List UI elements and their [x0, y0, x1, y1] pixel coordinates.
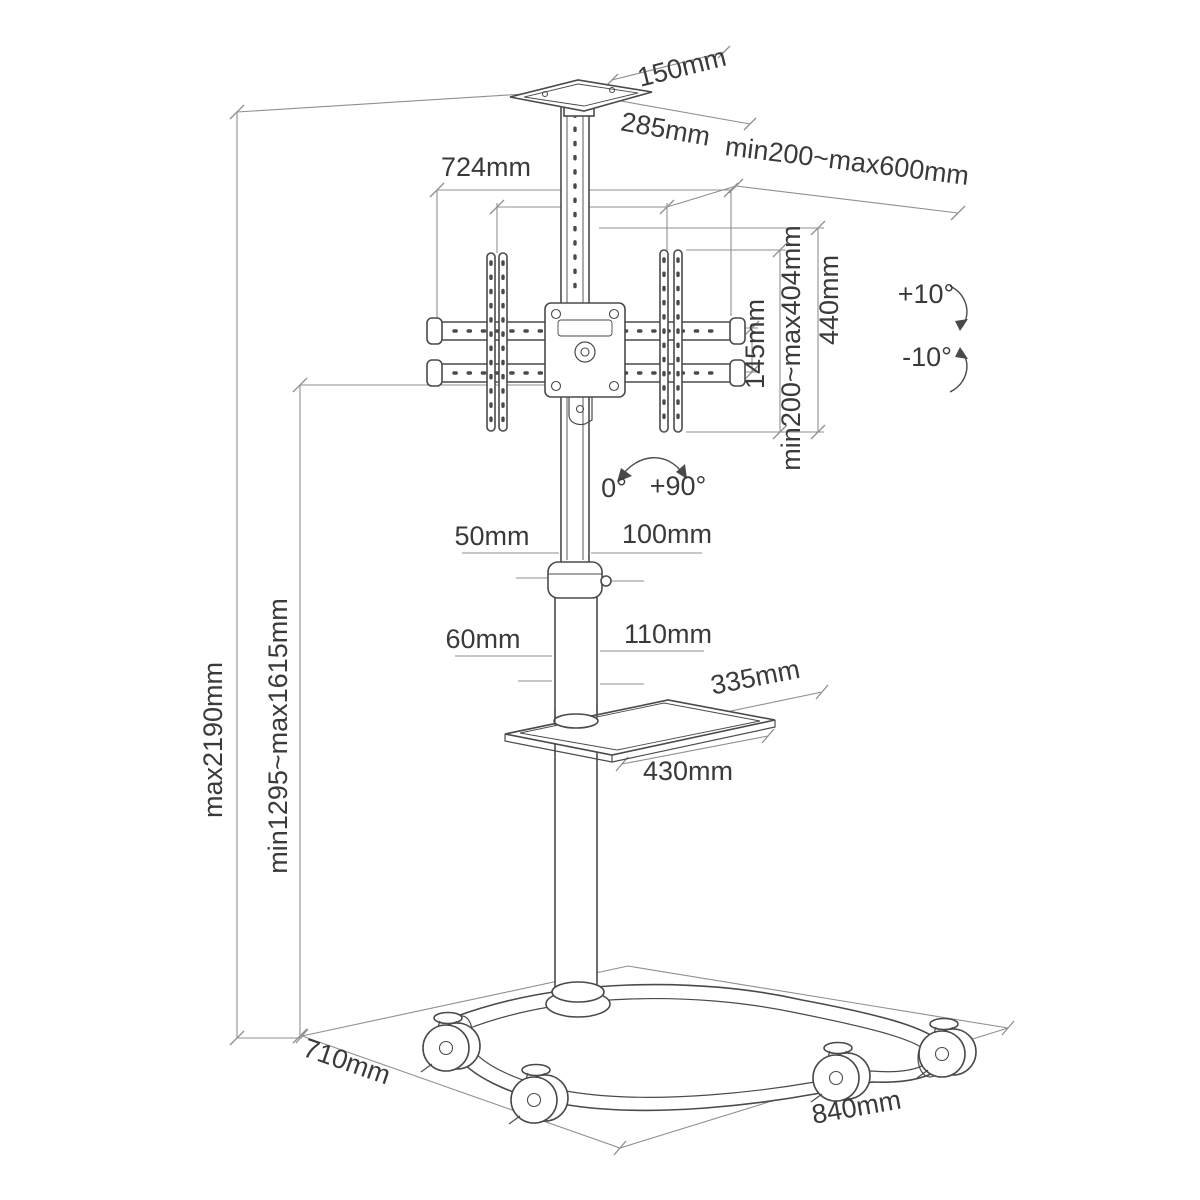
label-pole-dim-b: 100mm: [622, 519, 712, 549]
pole: [545, 95, 612, 1018]
dim-top-plate-depth: [605, 45, 731, 87]
label-bracket-height: 440mm: [814, 255, 844, 345]
label-top-plate-depth: 150mm: [635, 42, 730, 93]
tv-bracket: [426, 249, 746, 433]
bracket-vertical-arms: [486, 249, 683, 433]
pole-lower-tube: [554, 596, 598, 998]
label-height-range: min1295~max1615mm: [263, 598, 293, 873]
dim-vesa-vertical: [686, 242, 788, 440]
dim-pole-collar: [462, 552, 702, 582]
label-pole-dim-a: 50mm: [454, 521, 529, 551]
dim-height-range: [292, 377, 556, 1044]
label-height-max: max2190mm: [198, 662, 228, 818]
caster-back-right: [916, 1017, 977, 1079]
top-camera-plate: [509, 79, 653, 117]
lock-knob: [600, 575, 612, 587]
label-shelf-depth: 335mm: [708, 654, 802, 701]
label-shelf-dim-a: 60mm: [445, 624, 520, 654]
rotation-arrow: [617, 457, 687, 482]
label-rail-width: 724mm: [441, 152, 531, 182]
dim-bracket-height: [599, 220, 826, 440]
label-vesa-vertical: min200~max404mm: [776, 225, 806, 470]
label-shelf-dim-b: 110mm: [624, 619, 712, 649]
label-top-plate-width: 285mm: [619, 107, 713, 152]
label-rotate-max: +90°: [650, 471, 707, 501]
tilt-arrows: [949, 285, 968, 393]
shelf-pole-collar: [553, 713, 599, 729]
label-rotate-min: 0°: [601, 473, 627, 503]
label-rail-gap: 145mm: [740, 299, 770, 389]
dim-shelf-mount: [455, 650, 704, 685]
height-lock-collar: [547, 561, 603, 599]
label-vesa-horizontal: min200~max600mm: [723, 131, 970, 191]
av-shelf: [504, 699, 776, 763]
label-tilt-down: -10°: [902, 342, 952, 372]
label-tilt-up: +10°: [898, 279, 955, 309]
quick-release-latch: [568, 397, 593, 426]
label-base-depth: 710mm: [299, 1033, 394, 1091]
dim-height-max: [229, 91, 557, 1046]
label-shelf-width: 430mm: [643, 756, 733, 786]
bracket-center-plate: [544, 302, 626, 426]
